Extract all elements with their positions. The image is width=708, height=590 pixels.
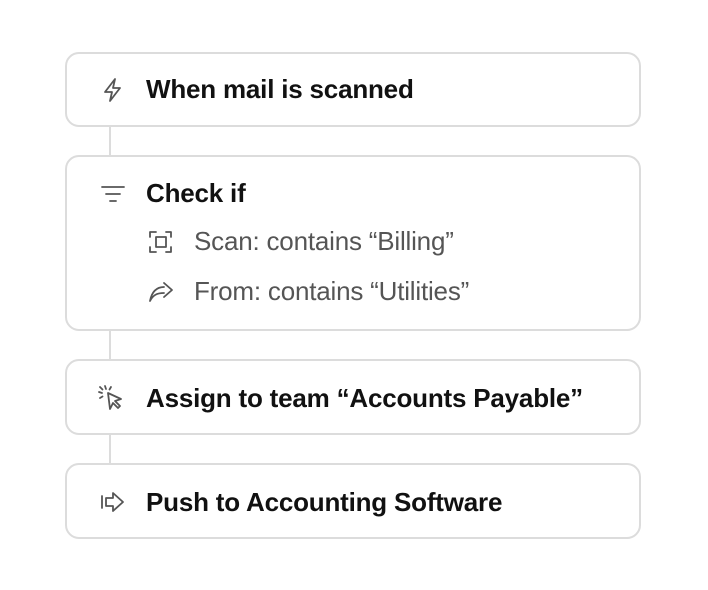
cursor-click-icon [97,384,125,412]
connector-check-to-assign [109,329,111,361]
scan-frame-icon [147,228,175,256]
connector-assign-to-push [109,433,111,465]
filter-icon [99,180,127,208]
check-step-card[interactable]: Check if Scan: contains “Billing” From: … [65,155,641,331]
assign-step-card[interactable]: Assign to team “Accounts Payable” [65,359,641,435]
push-step-label: Push to Accounting Software [146,487,503,517]
push-step-card[interactable]: Push to Accounting Software [65,463,641,539]
forward-arrow-icon [147,278,175,306]
assign-step-label: Assign to team “Accounts Payable” [146,383,583,413]
check-step-label: Check if [146,178,246,208]
trigger-step-card[interactable]: When mail is scanned [65,52,641,127]
push-arrow-icon [99,488,127,516]
connector-trigger-to-check [109,125,111,157]
condition-text-from: From: contains “Utilities” [194,276,470,306]
trigger-step-label: When mail is scanned [146,74,414,104]
lightning-bolt-icon [99,76,127,104]
condition-text-scan: Scan: contains “Billing” [194,226,454,256]
